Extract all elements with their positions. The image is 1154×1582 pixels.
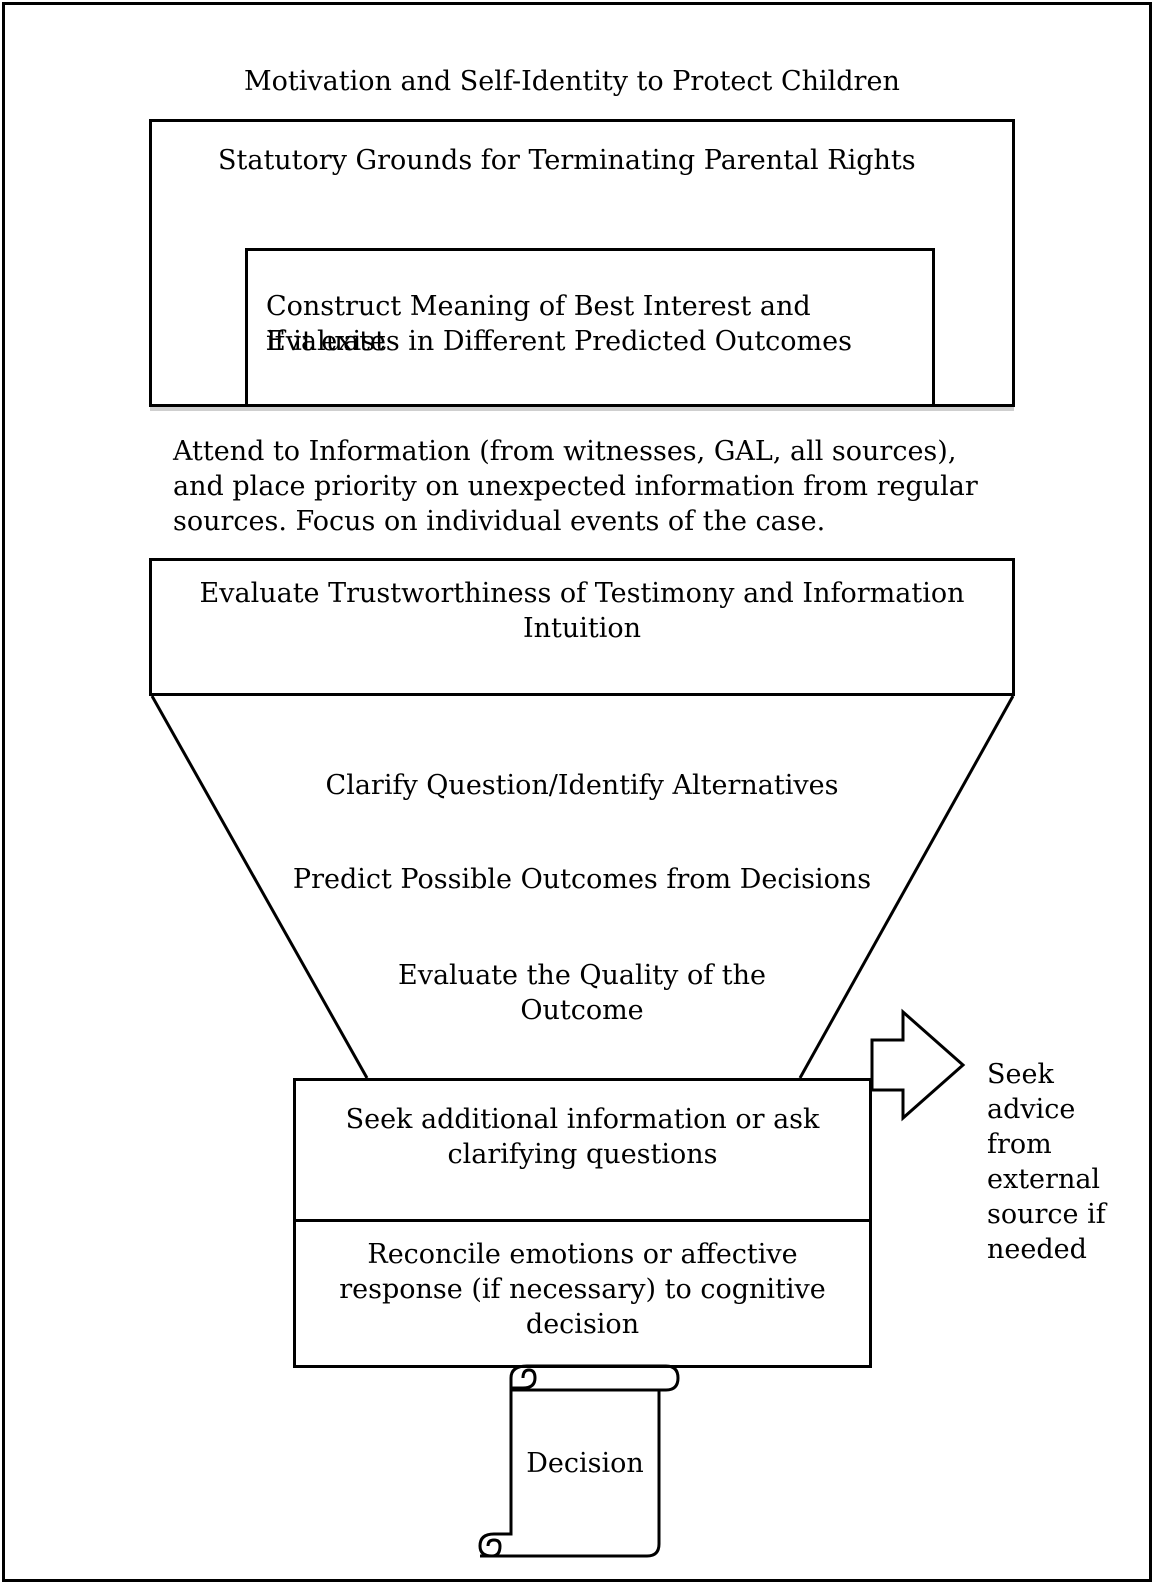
- statutory-grounds-label: Statutory Grounds for Terminating Parent…: [218, 145, 916, 176]
- decision-scroll-icon: [478, 1364, 680, 1558]
- funnel-step-clarify: Clarify Question/Identify Alternatives: [325, 770, 839, 801]
- best-interest-box: [245, 248, 935, 407]
- attend-info-line2: and place priority on unexpected informa…: [173, 471, 978, 502]
- advice-line-5: source if: [987, 1199, 1106, 1230]
- best-interest-label-line1: Construct Meaning of Best Interest and E…: [266, 291, 811, 357]
- best-interest-label-line2: if it exists in Different Predicted Outc…: [266, 326, 852, 357]
- funnel-right-edge: [798, 695, 1015, 1079]
- reconcile-line3: decision: [525, 1309, 640, 1340]
- reconcile-line1: Reconcile emotions or affective: [367, 1239, 798, 1270]
- trustworthiness-label-line1: Evaluate Trustworthiness of Testimony an…: [199, 578, 965, 609]
- attend-info-line3: sources. Focus on individual events of t…: [173, 506, 826, 537]
- trustworthiness-box: [149, 558, 1015, 696]
- advice-line-4: external: [987, 1164, 1101, 1195]
- advice-line-6: needed: [987, 1234, 1087, 1265]
- seek-info-line1: Seek additional information or ask: [345, 1104, 820, 1135]
- seek-reconcile-divider: [293, 1219, 872, 1222]
- funnel-step-evaluate-line2: Outcome: [520, 995, 644, 1026]
- advice-line-3: from: [987, 1129, 1052, 1160]
- trustworthiness-label-line2: Intuition: [522, 613, 642, 644]
- funnel-step-predict: Predict Possible Outcomes from Decisions: [292, 864, 872, 895]
- statutory-grounds-box: [149, 119, 1015, 407]
- advice-line-2: advice: [987, 1094, 1076, 1125]
- funnel-left-edge: [150, 695, 369, 1079]
- seek-reconcile-box: [293, 1078, 872, 1368]
- advice-arrow-icon: [870, 1008, 966, 1122]
- seek-info-line2: clarifying questions: [447, 1139, 718, 1170]
- attend-info-line1: Attend to Information (from witnesses, G…: [173, 436, 957, 467]
- decision-label: Decision: [526, 1448, 644, 1479]
- advice-line-1: Seek: [987, 1059, 1054, 1090]
- motivation-label: Motivation and Self-Identity to Protect …: [244, 66, 900, 97]
- funnel-step-evaluate-line1: Evaluate the Quality of the: [397, 960, 767, 991]
- reconcile-line2: response (if necessary) to cognitive: [339, 1274, 826, 1305]
